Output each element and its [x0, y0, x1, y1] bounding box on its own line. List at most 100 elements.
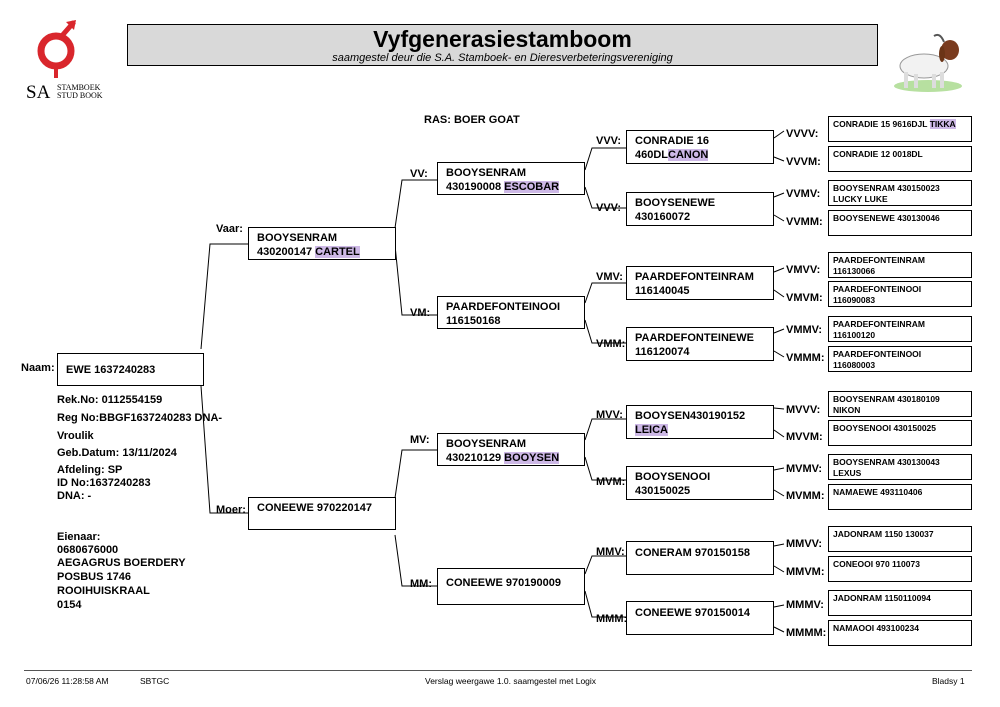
vv-box: BOOYSENRAM 430190008 ESCOBAR	[437, 162, 585, 195]
vmvm-box: PAARDEFONTEINOOI 116090083	[828, 281, 972, 307]
vmmm-label: VMMM:	[786, 352, 825, 364]
vmm-line2: 116120074	[635, 346, 690, 358]
mm-label: MM:	[410, 578, 432, 590]
vvvm-box: CONRADIE 12 0018DL	[828, 146, 972, 172]
mvmm-line1: NAMAEWE 493110406	[833, 487, 923, 497]
mmmv-box: JADONRAM 1150110094	[828, 590, 972, 616]
vvvm-line1: CONRADIE 12 0018DL	[833, 149, 923, 159]
dam-label: Moer:	[216, 504, 246, 516]
vmm-label: VMM:	[596, 338, 626, 350]
vmmv-box: PAARDEFONTEINRAM 116100120	[828, 316, 972, 342]
mv-line2: 430210129	[446, 452, 502, 464]
name-label: Naam:	[21, 362, 55, 374]
title-box: Vyfgenerasiestamboom saamgestel deur die…	[127, 24, 878, 66]
vmv-label: VMV:	[596, 271, 623, 283]
vvm-line2: 430160072	[635, 211, 691, 223]
dna: DNA: -	[57, 490, 92, 502]
dam-box: CONEEWE 970220147	[248, 497, 396, 530]
vmmv-line2: 116100120	[833, 330, 876, 340]
mmvv-label: MMVV:	[786, 538, 823, 550]
mmmv-line1: JADONRAM 1150110094	[833, 593, 931, 603]
vmmm-line1: PAARDEFONTEINOOI	[833, 349, 922, 359]
vm-label: VM:	[410, 307, 431, 319]
footer-report: Verslag weergawe 1.0. saamgestel met Log…	[425, 676, 597, 686]
vvmm-line1: BOOYSENEWE 430130046	[833, 213, 940, 223]
mvv-box: BOOYSEN430190152 LEICA	[626, 405, 774, 439]
id-no: ID No:1637240283	[57, 477, 151, 489]
vmmm-line2: 116080003	[833, 360, 876, 370]
sire-line1: BOOYSENRAM	[257, 232, 338, 244]
mvmv-box: BOOYSENRAM 430130043 LEXUS	[828, 454, 972, 480]
vvmv-line2: LUCKY LUKE	[833, 194, 888, 204]
section: Afdeling: SP	[57, 464, 123, 476]
mmv-label: MMV:	[596, 546, 625, 558]
mmvm-box: CONEOOI 970 110073	[828, 556, 972, 582]
vmv-box: PAARDEFONTEINRAM 116140045	[626, 266, 774, 300]
mmm-box: CONEEWE 970150014	[626, 601, 774, 635]
mmv-box: CONERAM 970150158	[626, 541, 774, 575]
mmvv-line1: JADONRAM 1150 130037	[833, 529, 934, 539]
mvm-line2: 430150025	[635, 485, 691, 497]
mm-line1: CONEEWE 970190009	[446, 577, 561, 589]
vmvm-line2: 116090083	[833, 295, 876, 305]
mvvm-box: BOOYSENOOI 430150025	[828, 420, 972, 446]
vmv-line1: PAARDEFONTEINRAM	[635, 271, 754, 283]
vvmv-line1: BOOYSENRAM 430150023	[833, 183, 940, 193]
vmm-box: PAARDEFONTEINEWE 116120074	[626, 327, 774, 361]
mvm-label: MVM:	[596, 476, 626, 488]
vvvv-line1: CONRADIE 15 9616DJL	[833, 119, 928, 129]
vvv-line2: 460DL	[635, 149, 669, 161]
page-subtitle: saamgestel deur die S.A. Stamboek- en Di…	[332, 52, 673, 64]
mvvm-line1: BOOYSENOOI 430150025	[833, 423, 937, 433]
mvv-line1: BOOYSEN430190152	[635, 410, 746, 422]
vvvv-box: CONRADIE 15 9616DJL TIKKA	[828, 116, 972, 142]
mvm-line1: BOOYSENOOI	[635, 471, 711, 483]
birth-date: Geb.Datum: 13/11/2024	[57, 447, 177, 459]
mv-line1: BOOYSENRAM	[446, 438, 527, 450]
mvmv-line1: BOOYSENRAM 430130043	[833, 457, 940, 467]
owner-code: 0154	[57, 599, 82, 611]
mvvv-label: MVVV:	[786, 404, 821, 416]
mv-highlight: BOOYSEN	[504, 452, 560, 464]
mmmm-label: MMMM:	[786, 627, 827, 639]
vm-line2: 116150168	[446, 315, 501, 327]
mvmm-box: NAMAEWE 493110406	[828, 484, 972, 510]
vvvv-label: VVVV:	[786, 128, 819, 140]
vv-line1: BOOYSENRAM	[446, 167, 527, 179]
mmm-line1: CONEEWE 970150014	[635, 607, 750, 619]
reg-no: Reg No:BBGF1637240283 DNA-	[57, 412, 223, 424]
vmmm-box: PAARDEFONTEINOOI 116080003	[828, 346, 972, 372]
mv-box: BOOYSENRAM 430210129 BOOYSEN	[437, 433, 585, 466]
rek-no: Rek.No: 0112554159	[57, 394, 163, 406]
vmvm-line1: PAARDEFONTEINOOI	[833, 284, 922, 294]
page-title: Vyfgenerasiestamboom	[373, 26, 632, 52]
mvvm-label: MVVM:	[786, 431, 823, 443]
owner-number: 0680676000	[57, 544, 119, 556]
mvvv-line2: NIKON	[833, 405, 861, 415]
mmvm-label: MMVM:	[786, 566, 825, 578]
vmvv-line1: PAARDEFONTEINRAM	[833, 255, 925, 265]
mmmv-label: MMMV:	[786, 599, 824, 611]
mmmm-line1: NAMAOOI 493100234	[833, 623, 919, 633]
vvvv-highlight: TIKKA	[929, 119, 956, 129]
vmvm-label: VMVM:	[786, 292, 823, 304]
mvmm-label: MVMM:	[786, 490, 825, 502]
mv-label: MV:	[410, 434, 430, 446]
mvmv-label: MVMV:	[786, 463, 823, 475]
vmvv-label: VMVV:	[786, 264, 821, 276]
vvm-line1: BOOYSENEWE	[635, 197, 716, 209]
mmvv-box: JADONRAM 1150 130037	[828, 526, 972, 552]
vv-line2: 430190008	[446, 181, 502, 193]
vvv-label: VVV:	[596, 135, 622, 147]
mm-box: CONEEWE 970190009	[437, 568, 585, 605]
vm-line1: PAARDEFONTEINOOI	[446, 301, 561, 313]
vvmv-label: VVMV:	[786, 188, 821, 200]
vvv-box: CONRADIE 16 460DLCANON	[626, 130, 774, 164]
footer-code: SBTGC	[140, 676, 170, 686]
vmmv-line1: PAARDEFONTEINRAM	[833, 319, 925, 329]
stud-book-logo-icon	[37, 20, 76, 78]
breed-label: RAS: BOER GOAT	[424, 114, 520, 126]
footer-datetime: 07/06/26 11:28:58 AM	[26, 676, 109, 686]
mvv-highlight: LEICA	[635, 424, 668, 436]
mvmv-line2: LEXUS	[833, 468, 862, 478]
